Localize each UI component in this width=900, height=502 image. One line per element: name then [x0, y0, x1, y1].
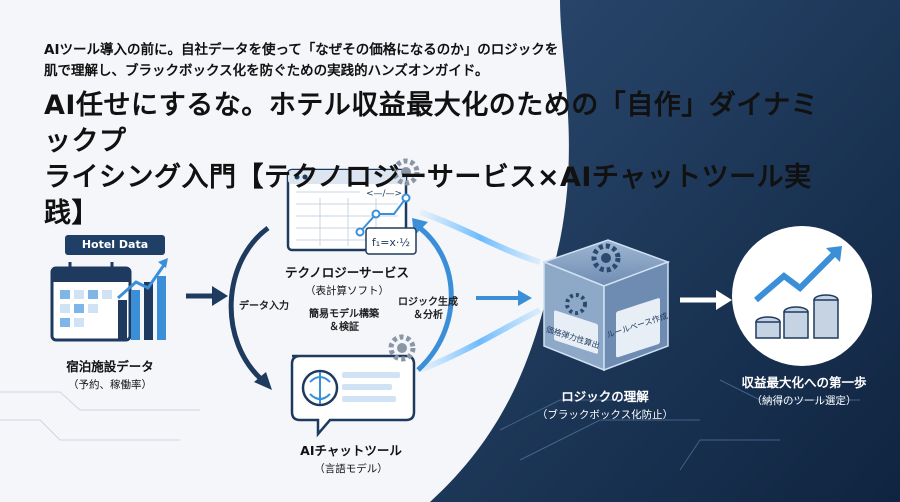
navy-background — [430, 0, 900, 502]
logic-understanding-sub: （ブラックボックス化防止） — [536, 409, 674, 421]
gear-icon-chat — [388, 334, 416, 362]
circuit-lines — [499, 379, 860, 471]
tech-service-label: テクノロジーサービス （表計算ソフト） — [272, 262, 422, 298]
logic-cube-icon — [541, 239, 671, 372]
revenue-circle — [732, 226, 872, 366]
circuit-lines-left — [0, 391, 200, 441]
subtitle-line-1: AIツール導入の前に。自社データを使って「なぜその価格になるのか」のロジックを — [44, 42, 559, 58]
revenue-label: 収益最大化への第一歩 （納得のツール選定） — [724, 372, 884, 408]
window-code-text: <—/—> — [366, 189, 402, 199]
revenue-title: 収益最大化への第一歩 — [741, 375, 867, 390]
logic-understanding-label: ロジックの理解 （ブラックボックス化防止） — [520, 386, 690, 422]
logic-gen-label: ロジック生成 ＆分析 — [398, 297, 458, 321]
tech-service-sub: （表計算ソフト） — [305, 285, 389, 297]
gear-icon — [392, 158, 420, 186]
tech-service-title: テクノロジーサービス — [284, 265, 409, 280]
formula-text: f₁=x·½ — [372, 236, 410, 249]
hotel-data-badge: Hotel Data — [65, 235, 165, 255]
growth-arrow-icon — [754, 246, 842, 303]
ai-chat-label: AIチャットツール （言語モデル） — [276, 440, 426, 476]
ai-chat-sub: （言語モデル） — [314, 463, 388, 475]
data-stream-upper — [418, 209, 541, 265]
page-title: AI任せにするな。ホテル収益最大化のための「自作」ダイナミックプ ライシング入門… — [44, 88, 824, 232]
calendar-icon — [50, 262, 132, 342]
ai-chat-title: AIチャットツール — [300, 443, 402, 458]
title-line-2: ライシング入門【テクノロジーサービス×AIチャットツール実践】 — [44, 162, 812, 229]
simple-model-label: 簡易モデル構築 ＆検証 — [309, 309, 379, 333]
logic-understanding-title: ロジックの理解 — [561, 389, 649, 404]
hotel-data-title: 宿泊施設データ — [66, 359, 154, 374]
subtitle-line-2: 肌で理解し、ブラックボックス化を防ぐための実践的ハンズオンガイド。 — [44, 63, 489, 79]
hotel-data-sub: （予約、稼働率） — [68, 379, 152, 391]
page-subtitle: AIツール導入の前に。自社データを使って「なぜその価格になるのか」のロジックを … — [44, 40, 604, 82]
cycle-arrow-down — [228, 225, 270, 382]
data-input-label: データ入力 — [239, 301, 289, 312]
data-stream-lower — [418, 307, 542, 373]
title-line-1: AI任せにするな。ホテル収益最大化のための「自作」ダイナミックプ — [44, 90, 819, 157]
brain-icon — [301, 369, 339, 407]
cycle-arrow-up — [416, 226, 454, 372]
hotel-data-label: 宿泊施設データ （予約、稼働率） — [40, 356, 180, 392]
bar-chart-icon — [117, 258, 168, 340]
coin-stack-icon — [755, 294, 839, 339]
formula-card: f₁=x·½ — [365, 227, 417, 255]
revenue-sub: （納得のツール選定） — [751, 395, 857, 407]
